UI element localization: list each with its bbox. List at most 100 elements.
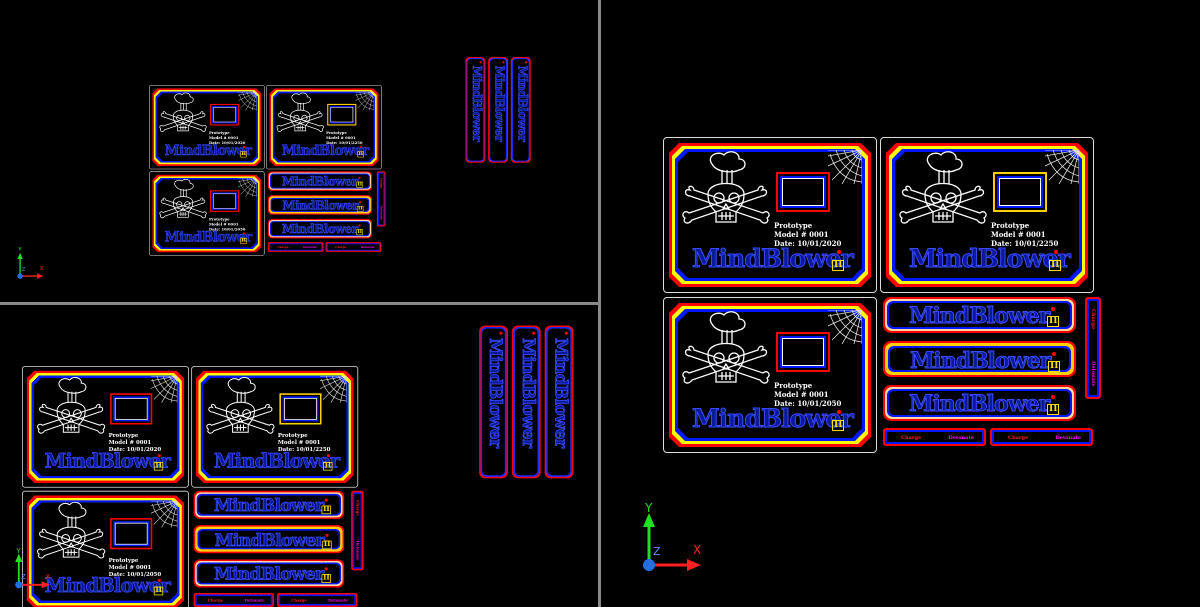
brand-logo: MindBlower: [281, 142, 370, 159]
brand-logo: MindBlower: [281, 222, 359, 237]
skull-crossbones-icon: [159, 179, 207, 219]
tab-label-left: Charge: [1008, 435, 1029, 441]
switch-plate[interactable]: Charge Detonate: [1085, 297, 1101, 399]
brand-logo: MindBlower: [492, 65, 506, 142]
vertical-logo-strip[interactable]: MindBlower: [544, 325, 574, 479]
tab-label-left: Charge: [1090, 309, 1096, 330]
brand-logo: MindBlower: [44, 574, 171, 597]
display-window: [110, 518, 153, 550]
display-window: [210, 190, 240, 212]
axis-label-x: X: [45, 571, 51, 581]
vertical-logo-strip[interactable]: MindBlower: [465, 56, 486, 163]
display-window: [776, 172, 830, 212]
brand-logo: MindBlower: [550, 337, 571, 448]
viewport-divider-vertical[interactable]: [598, 0, 601, 607]
brand-mark: II: [357, 151, 365, 158]
tab-label-left: Charge: [207, 598, 224, 604]
tab-label-right: Detonate: [360, 245, 375, 250]
card-line-1: Prototype: [326, 130, 347, 136]
brand-mark: II: [240, 151, 247, 158]
display-window: [210, 103, 240, 126]
card-line-3: Date: 10/01/2020: [208, 140, 246, 145]
brand-logo: MindBlower: [908, 303, 1050, 330]
spider-web-icon: [319, 376, 347, 403]
card-line-3: Date: 10/01/2250: [277, 445, 331, 453]
vertical-logo-strip[interactable]: MindBlower: [488, 56, 509, 163]
display-window: [327, 103, 357, 126]
brand-mark: II: [153, 586, 164, 596]
brand-mark: II: [1048, 361, 1061, 372]
card-line-2: Model # 0001: [208, 221, 239, 227]
switch-plate[interactable]: Charge Detonate: [325, 242, 382, 252]
card-line-1: Prototype: [208, 130, 230, 136]
switch-plate[interactable]: Charge Detonate: [351, 490, 364, 571]
card-line-3: Date: 10/01/2020: [108, 445, 162, 453]
axis-label-z: Z: [21, 267, 26, 274]
axis-label-z: Z: [653, 545, 661, 558]
vertical-logo-strip[interactable]: MindBlower: [479, 325, 508, 479]
brand-mark: II: [1049, 260, 1062, 271]
spider-web-icon: [150, 376, 178, 403]
card-line-3: Date: 10/01/2250: [991, 239, 1059, 248]
switch-plate[interactable]: Charge Detonate: [267, 242, 324, 252]
skull-crossbones-icon: [37, 501, 106, 559]
tab-label-left: Charge: [379, 177, 383, 189]
vertical-logo-strip[interactable]: MindBlower: [510, 56, 531, 163]
brand-logo: MindBlower: [909, 244, 1072, 274]
card-line-2: Model # 0001: [774, 390, 829, 399]
switch-plate[interactable]: Charge Detonate: [277, 592, 358, 607]
vertical-logo-strip[interactable]: MindBlower: [511, 325, 541, 479]
brand-mark: II: [832, 260, 845, 271]
switch-plate[interactable]: Charge Detonate: [376, 171, 386, 227]
switch-plate[interactable]: Charge Detonate: [193, 592, 274, 607]
brand-mark: II: [240, 237, 247, 244]
switch-plate[interactable]: Charge Detonate: [990, 428, 1093, 446]
brand-mark: II: [321, 505, 332, 515]
switch-plate[interactable]: Charge Detonate: [883, 428, 986, 446]
brand-mark: II: [356, 205, 364, 212]
skull-crossbones-icon: [37, 377, 106, 434]
brand-logo: MindBlower: [164, 229, 252, 245]
spider-web-icon: [828, 150, 862, 184]
brand-logo: MindBlower: [213, 564, 324, 585]
viewport-divider-horizontal[interactable]: [0, 302, 598, 305]
tab-label-right: Detonate: [355, 541, 360, 561]
axis-label-y: Y: [16, 546, 21, 556]
tab-label-right: Detonate: [1055, 435, 1081, 441]
brand-mark: II: [1047, 404, 1060, 415]
brand-logo: MindBlower: [164, 142, 252, 159]
skull-crossbones-icon: [206, 377, 275, 434]
tab-label-left: Charge: [335, 245, 347, 250]
tab-label-left: Charge: [355, 500, 360, 516]
card-line-1: Prototype: [108, 431, 139, 439]
tab-label-right: Detonate: [244, 598, 265, 604]
skull-crossbones-icon: [682, 311, 770, 384]
card-line-3: Date: 10/01/2020: [774, 239, 842, 248]
axis-label-x: X: [39, 266, 44, 273]
axis-label-y: Y: [18, 247, 22, 254]
card-line-3: Date: 10/01/2050: [774, 399, 842, 408]
